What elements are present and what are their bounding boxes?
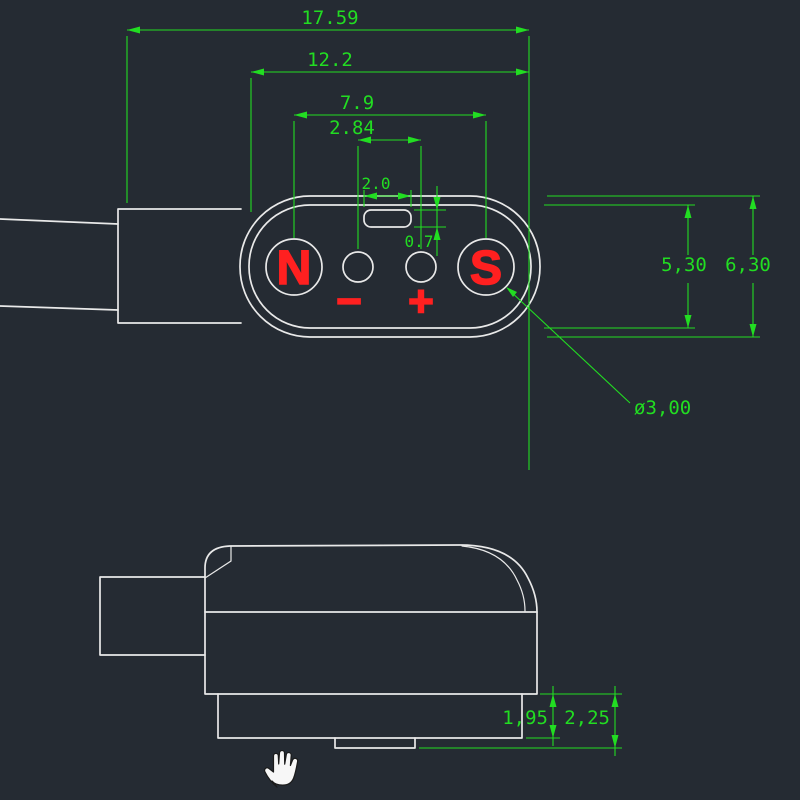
south-pole-circle (457, 238, 515, 296)
dim-body-width-text: 12.2 (307, 49, 353, 71)
hand-cursor-icon (264, 749, 299, 788)
pogo-pin-right-circle (405, 251, 437, 283)
dim-overall-width-lines (126, 29, 530, 470)
dim-outer-height-text: 6,30 (725, 254, 771, 276)
dim-pole-diameter-text: ø3,00 (634, 397, 691, 419)
top-view-dimensions: 17.59 12.2 7.9 2.84 2.0 0.7 5,30 6,30 ø3… (126, 7, 771, 470)
dim-pin-spacing-text: 2.84 (329, 117, 375, 139)
side-view-dimensions: 1,95 2,25 (419, 686, 622, 756)
dim-slot-width-arrows (364, 192, 411, 200)
top-view: N S − + (0, 195, 541, 338)
dim-outer-height-lines (547, 195, 760, 338)
side-body-outline (204, 611, 538, 695)
dim-slot-width-text: 2.0 (362, 174, 391, 193)
dim-slot-height-text: 0.7 (405, 232, 434, 251)
north-pole-label: N (277, 242, 312, 295)
minus-polarity-label: − (336, 277, 362, 326)
dim-lip-height-text: 1,95 (502, 707, 548, 729)
cable-outline (0, 218, 119, 311)
dim-body-width-lines (250, 71, 529, 212)
dim-pole-diameter-arrow (506, 287, 517, 297)
side-cap-outline (204, 544, 538, 613)
dim-inner-height-arrows (684, 205, 692, 328)
dim-base-height-text: 2,25 (564, 707, 610, 729)
dim-base-height-arrows (611, 694, 619, 748)
south-pole-label: S (470, 242, 502, 295)
dim-inner-height-text: 5,30 (661, 254, 707, 276)
strain-relief-outline (117, 208, 242, 324)
side-view (99, 544, 538, 749)
dim-pole-diameter-leader (507, 288, 631, 404)
dim-pole-spacing-text: 7.9 (340, 92, 374, 114)
dim-pole-spacing-lines (293, 114, 487, 238)
side-cap-inner-curve (461, 545, 526, 612)
pogo-pin-left-circle (342, 251, 374, 283)
side-nub-outline (334, 737, 416, 749)
dim-slot-height-arrows (433, 197, 441, 240)
plus-polarity-label: + (408, 277, 434, 326)
hand-cursor-shape (264, 749, 299, 788)
alignment-slot-outline (363, 209, 412, 228)
side-cap-seam (204, 545, 232, 579)
dim-inner-height-lines (544, 204, 695, 329)
north-pole-circle (265, 238, 323, 296)
dim-pin-spacing-arrows (358, 136, 421, 144)
dim-lip-height-arrows (549, 694, 557, 738)
connector-inner-outline (248, 204, 532, 329)
side-cable-outline (99, 576, 206, 656)
side-lip-outline (217, 693, 523, 739)
dim-overall-width-text: 17.59 (301, 7, 358, 29)
